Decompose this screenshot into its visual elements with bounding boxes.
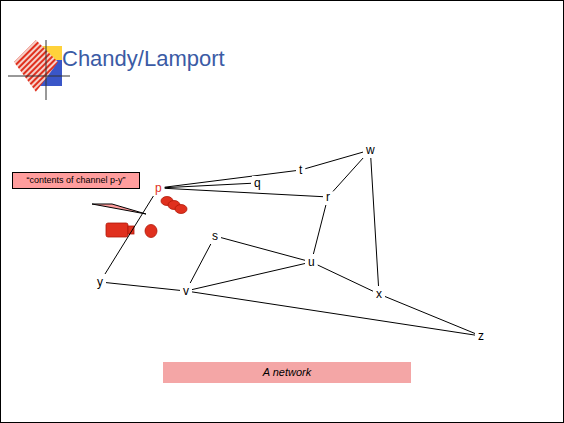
node-label: y [97,275,103,289]
network-link [165,188,323,196]
network-node: v [181,284,191,298]
node-label: u [308,255,315,269]
message-tokens [145,197,187,238]
network-link [221,238,305,261]
node-label: q [254,176,261,190]
caption-box: A network [163,362,411,383]
network-link [190,244,211,283]
network-link [318,265,373,291]
network-link [165,171,296,188]
slide-title: Chandy/Lamport [62,46,225,72]
node-label: p [155,181,162,195]
network-node: y [95,275,105,289]
node-label: r [326,190,330,204]
node-label: s [212,229,218,243]
network-node: w [364,143,377,157]
network-node: t [297,163,304,177]
node-label: x [376,287,382,301]
network-node: q [252,176,263,190]
network-node: x [374,287,384,301]
network-node: r [324,190,332,204]
network-link [305,152,363,169]
network-link [313,205,326,254]
network-link [105,196,153,274]
node-label: z [478,329,484,343]
network-node: z [476,329,486,343]
callout-pointer [92,204,146,214]
network-link [333,158,363,191]
node-label: v [183,284,189,298]
network-node: u [306,255,317,269]
network-link [385,297,475,334]
caption-text: A network [263,366,312,378]
node-label: t [299,163,302,177]
callout-box: “contents of channel p-y” [12,172,140,189]
network-node: p [153,181,164,195]
network-link [192,264,305,290]
network-link [371,158,379,286]
node-label: w [366,143,375,157]
network-node: s [210,229,220,243]
slide-logo [8,40,70,100]
network-link [192,292,475,335]
network-link [106,283,180,291]
callout-text: “contents of channel p-y” [17,175,135,186]
